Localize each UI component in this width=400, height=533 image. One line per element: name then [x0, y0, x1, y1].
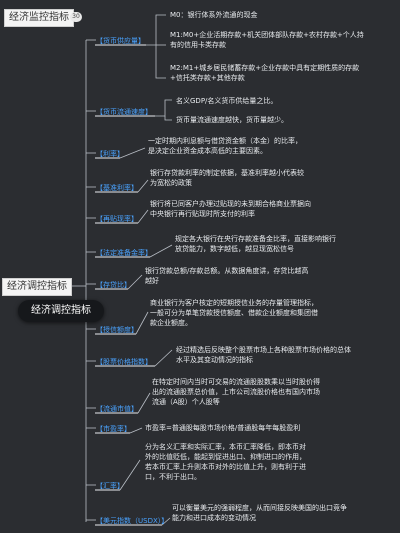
- leaf-pe-ratio[interactable]: 市盈率=普通股每股市场价格/普通股每年每股盈利: [145, 424, 301, 432]
- leaf-rediscount[interactable]: 银行将已同客户办理过贴现的未到期合格商业票据向中央银行再行贴现时所支付的利率: [150, 200, 311, 218]
- root-node[interactable]: 经济调控指标: [2, 278, 72, 296]
- category-usdx[interactable]: 【美元指数（USDX）】: [96, 517, 169, 525]
- leaf-velocity-note[interactable]: 货币量流通速度越快，货币量越少。: [176, 116, 288, 124]
- category-money-supply[interactable]: 【货币供应量】: [96, 37, 145, 45]
- leaf-credit-line[interactable]: 商业银行为客户核定的短期授信业务的存量管理指标，一般可分为单笔贷款授信额度、借款…: [150, 299, 318, 327]
- category-rediscount[interactable]: 【再贴现率】: [96, 215, 138, 223]
- leaf-usdx[interactable]: 可以衡量美元的强弱程度，从而间接反映美国的出口竞争能力和进口成本的变动情况: [172, 504, 347, 522]
- category-velocity[interactable]: 【货币流通速度】: [96, 108, 152, 116]
- leaf-float-value[interactable]: 在特定时间内当时可交易的流通股股数乘以当时股价得出的流通股票总价值，上市公司流股…: [152, 378, 320, 406]
- category-float-value[interactable]: 【流通市值】: [96, 405, 138, 413]
- leaf-stock-index[interactable]: 经过精选后反映整个股票市场上各种股票市场价格的总体水平及其变动情况的指标: [176, 346, 351, 364]
- category-base-rate[interactable]: 【基准利率】: [96, 184, 138, 192]
- leaf-interest[interactable]: 一定时期内利息额与借贷资金额（本金）的比率，是决定企业资金成本高低的主要因素。: [148, 137, 302, 155]
- category-exchange-rate[interactable]: 【汇率】: [96, 482, 124, 490]
- category-pe-ratio[interactable]: 【市盈率】: [96, 425, 131, 433]
- category-reserve-ratio[interactable]: 【法定准备金率】: [96, 249, 152, 257]
- leaf-velocity-def[interactable]: 名义GDP/名义货币供给量之比。: [176, 97, 278, 105]
- count-badge: 30: [70, 12, 82, 22]
- header-tab[interactable]: 经济监控指标: [4, 9, 74, 27]
- node-tooltip: 经济调控指标: [18, 300, 104, 322]
- leaf-reserve[interactable]: 规定各大银行在央行存款准备金比率，直接影响银行放贷能力，数字越低，越显现宽松信号: [175, 235, 336, 253]
- category-stock-index[interactable]: 【股票价格指数】: [96, 358, 152, 366]
- category-loan-deposit[interactable]: 【存贷比】: [96, 281, 131, 289]
- category-interest-rate[interactable]: 【利率】: [96, 150, 124, 158]
- leaf-m1[interactable]: M1:M0+企业活期存款+机关团体部队存款+农村存款+个人持有的信用卡类存款: [170, 31, 364, 49]
- category-credit-line[interactable]: 【授信额度】: [96, 326, 138, 334]
- leaf-exchange-rate[interactable]: 分为名义汇率和实际汇率，本币汇率降低，即本币对外的比值贬低，能起到促进出口、抑制…: [145, 443, 306, 481]
- leaf-base-rate[interactable]: 银行存贷款利率的制定依据，基准利率越小代表较为宽松的政策: [150, 169, 304, 187]
- leaf-loan-deposit[interactable]: 银行贷款总额/存款总额。从数据角度讲，存贷比越高越好: [145, 267, 309, 285]
- leaf-m2[interactable]: M2:M1+城乡居民储蓄存款+企业存款中具有定期性质的存款+信托类存款+其他存款: [170, 64, 360, 82]
- leaf-m0[interactable]: M0：银行体系外流通的现金: [170, 11, 258, 19]
